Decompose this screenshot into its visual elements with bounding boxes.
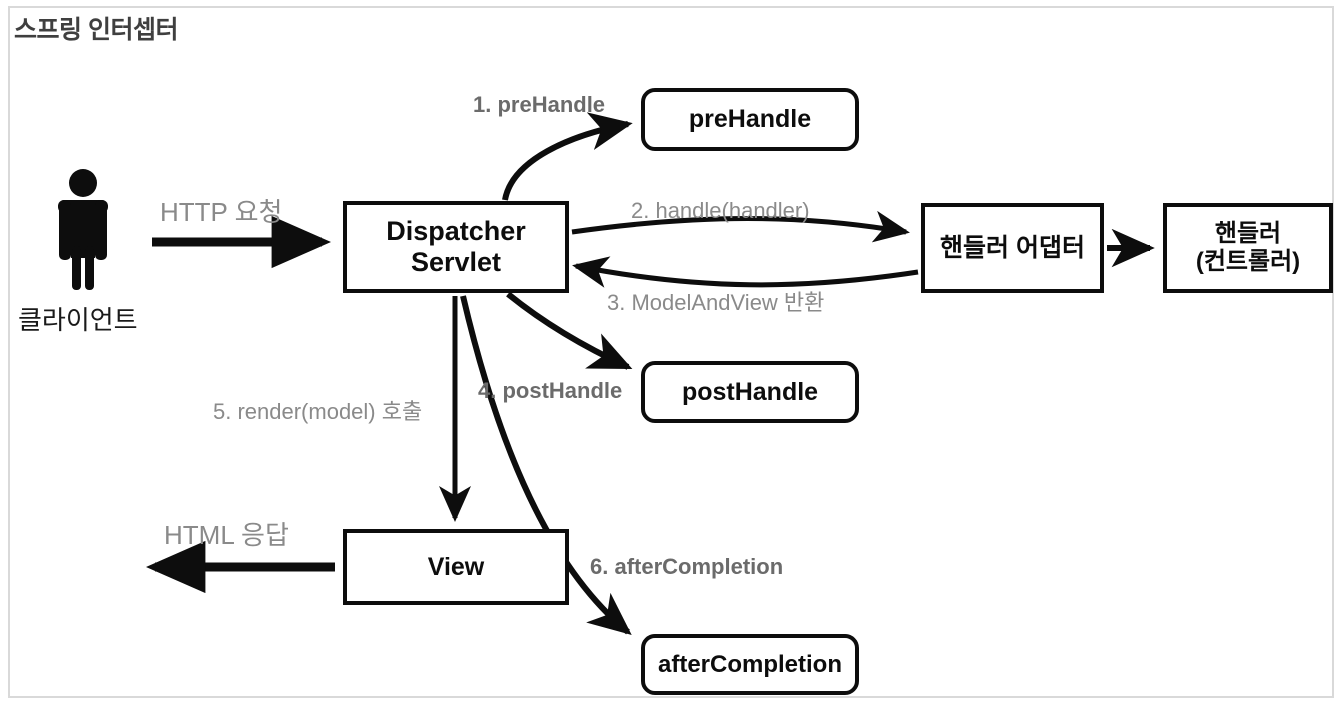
node-handler-controller[interactable]: 핸들러 (컨트롤러) bbox=[1163, 203, 1333, 293]
step6-label: 6. afterCompletion bbox=[590, 554, 784, 579]
handler-adapter-label: 핸들러 어댑터 bbox=[940, 233, 1085, 262]
step4-label: 4. postHandle bbox=[478, 378, 623, 403]
step1-label: 1. preHandle bbox=[473, 92, 606, 117]
handler-line1: 핸들러 bbox=[1214, 220, 1282, 248]
node-prehandle[interactable]: preHandle bbox=[641, 88, 859, 151]
step2-label: 2. handle(handler) bbox=[631, 198, 810, 223]
prehandle-label: preHandle bbox=[688, 105, 812, 134]
person-icon bbox=[52, 168, 114, 290]
page-title: 스프링 인터셉터 bbox=[14, 16, 178, 44]
node-posthandle[interactable]: postHandle bbox=[641, 361, 859, 423]
view-label: View bbox=[427, 552, 485, 581]
node-handler-adapter[interactable]: 핸들러 어댑터 bbox=[921, 203, 1104, 293]
posthandle-label: postHandle bbox=[681, 377, 819, 406]
aftercompletion-label: afterCompletion bbox=[657, 650, 842, 678]
dispatcher-line1: Dispatcher bbox=[386, 215, 526, 246]
node-dispatcher-servlet[interactable]: Dispatcher Servlet bbox=[343, 201, 569, 293]
step5-label: 5. render(model) 호출 bbox=[213, 399, 423, 424]
http-request-label: HTTP 요청 bbox=[160, 197, 283, 227]
step3-label: 3. ModelAndView 반환 bbox=[607, 290, 825, 315]
client-label: 클라이언트 bbox=[18, 305, 138, 335]
handler-line2: (컨트롤러) bbox=[1195, 248, 1301, 275]
node-aftercompletion[interactable]: afterCompletion bbox=[641, 634, 859, 695]
dispatcher-line2: Servlet bbox=[410, 247, 502, 277]
node-view[interactable]: View bbox=[343, 529, 569, 605]
html-response-label: HTML 응답 bbox=[164, 520, 289, 550]
